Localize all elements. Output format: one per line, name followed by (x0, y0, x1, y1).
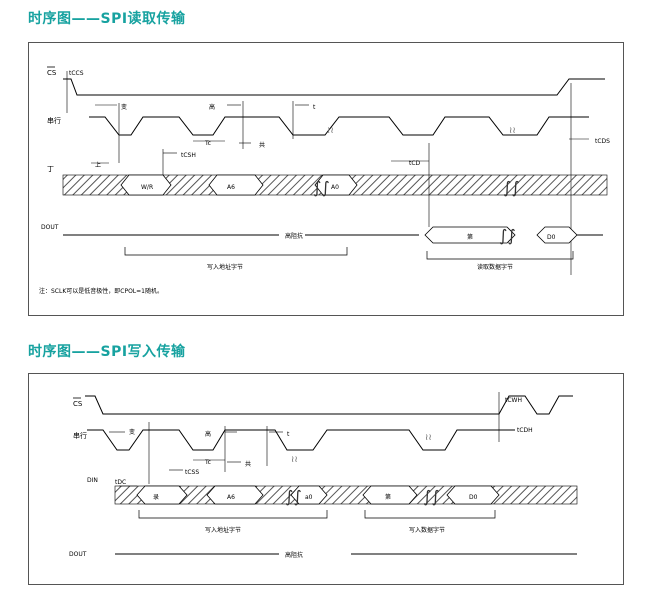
addr-bracket-label: 写入地址字节 (205, 526, 241, 534)
highz-label: 高阻抗 (285, 551, 303, 559)
data-bracket (426, 251, 574, 260)
sclk-label: 串行 (73, 431, 87, 440)
svg-text:∫∫: ∫∫ (503, 178, 520, 197)
addr-bracket (138, 510, 328, 519)
b-label: 第 (385, 493, 391, 501)
svg-text:≀≀: ≀≀ (327, 126, 334, 136)
change-label: 变 (129, 428, 135, 436)
cs-waveform (85, 395, 573, 415)
t-label: t (313, 104, 316, 111)
footnote: 注：SCLK可以是低音极性，即CPOL=1随机。 (39, 287, 163, 295)
data-bracket (364, 510, 496, 519)
cs-label: CS (47, 69, 57, 77)
first-label: 录 (153, 493, 159, 501)
din-wr-cell (120, 174, 172, 196)
svg-text:∫∫: ∫∫ (285, 487, 302, 506)
addr-bracket-label: 写入地址字节 (207, 263, 243, 271)
din-d0-cell (446, 485, 500, 505)
high-label: 高 (209, 103, 215, 111)
din-a6-cell (208, 174, 264, 196)
dout-label: DOUT (41, 224, 59, 231)
tcds-label: tCDS (595, 138, 610, 145)
read-timing-diagram: CS tCCS 串行 变 高 t Tc 共 tCDS ≀≀ ≀≀ 丁 W/R A… (28, 42, 624, 316)
tc-label: Tc (204, 140, 211, 147)
low-label: 共 (245, 460, 251, 468)
low-label: 共 (259, 141, 265, 149)
din-a6-cell (206, 485, 264, 505)
wr-label: W/R (141, 184, 153, 191)
up-label: 上 (95, 161, 101, 169)
d0-label: D0 (469, 494, 478, 501)
t-label: t (287, 431, 290, 438)
a6-label: A6 (227, 494, 235, 501)
write-timing-diagram: CS tCWH tCDH 串行 变 高 t Tc 共 ≀≀ ≀≀ DIN 录 A… (28, 373, 624, 585)
sclk-waveform (89, 116, 589, 136)
a0-label: a0 (305, 494, 313, 501)
sclk-label: 串行 (47, 116, 61, 125)
svg-text:∫∫: ∫∫ (423, 487, 440, 506)
a6-label: A6 (227, 184, 235, 191)
tcd-label: tCD (409, 160, 421, 167)
addr-bracket (124, 247, 348, 256)
svg-text:∫∫: ∫∫ (499, 226, 516, 245)
tcdh-label: tCDH (517, 427, 533, 434)
dout-d0-cell (536, 226, 578, 244)
b-label: 第 (467, 233, 473, 241)
din-first-cell (136, 485, 188, 505)
data-bracket-label: 读取数据字节 (477, 263, 513, 271)
change-label: 变 (121, 103, 127, 111)
din-a0-cell (314, 174, 358, 196)
data-bracket-label: 写入数据字节 (409, 526, 445, 534)
tc-label: Tc (204, 459, 211, 466)
tcss-label: tCSS (185, 469, 199, 476)
tcwh-label: tCWH (505, 397, 522, 404)
cs-waveform (63, 78, 605, 96)
din-label: DIN (87, 477, 98, 484)
high-label: 高 (205, 430, 211, 438)
read-title: 时序图——SPI读取传输 (28, 11, 186, 27)
write-title: 时序图——SPI写入传输 (28, 344, 186, 360)
din-a0-cell (290, 485, 328, 505)
d0-label: D0 (547, 234, 556, 241)
a0-label: A0 (331, 184, 339, 191)
tdc-label: tDC (115, 479, 126, 486)
tccs-label: tCCS (69, 70, 84, 77)
highz-label: 高阻抗 (285, 232, 303, 240)
svg-text:∫∫: ∫∫ (313, 178, 330, 197)
svg-text:≀≀: ≀≀ (291, 455, 298, 465)
cs-label: CS (73, 400, 83, 408)
svg-text:≀≀: ≀≀ (509, 126, 516, 136)
din-label: 丁 (47, 165, 54, 173)
tcsh-label: tCSH (181, 152, 196, 159)
dout-label: DOUT (69, 551, 87, 558)
sclk-waveform (87, 429, 515, 451)
dout-b-cell (424, 226, 516, 244)
svg-text:≀≀: ≀≀ (425, 433, 432, 443)
din-b-cell (362, 485, 418, 505)
